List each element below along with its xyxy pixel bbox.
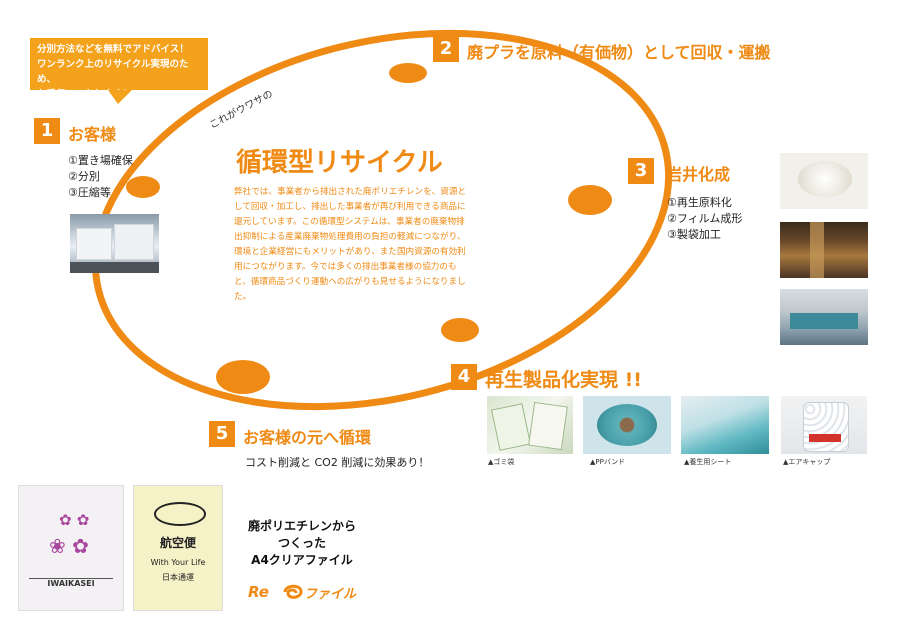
pellets-photo bbox=[780, 153, 868, 209]
cycle-dot-5 bbox=[216, 360, 270, 394]
clear-file-line: つくった bbox=[277, 536, 326, 550]
clear-file-description: 廃ポリエチレンから つくった A4クリアファイル bbox=[232, 518, 372, 569]
step-3-item: ①再生原料化 bbox=[667, 196, 732, 209]
callout-line: 分別方法などを無料でアドバイス！ bbox=[37, 44, 189, 55]
refile-swirl-icon bbox=[283, 584, 303, 599]
curing-sheet-photo bbox=[681, 396, 769, 454]
step-1-item: ③圧縮等 bbox=[68, 186, 111, 199]
step-3-item: ②フィルム成形 bbox=[667, 212, 743, 225]
refile-brand-name: ファイル bbox=[304, 587, 357, 602]
cycle-dot-1 bbox=[126, 176, 160, 198]
step-2-title: 廃プラを原料（有価物）として回収・運搬 bbox=[467, 43, 771, 62]
callout-line: お手伝いいたします！! bbox=[37, 89, 137, 100]
caption-curing-sheet: ▲養生用シート bbox=[684, 458, 732, 466]
clear-file-line: A4クリアファイル bbox=[251, 553, 353, 567]
sample-left-label: IWAIKASEI bbox=[29, 578, 113, 588]
customer-bales-photo bbox=[70, 214, 159, 273]
clear-file-sample-left: ✿ ✿ ❀ ✿ IWAIKASEI bbox=[18, 485, 124, 611]
step-5-title: お客様の元へ循環 bbox=[243, 428, 372, 447]
step-3-items: ①再生原料化 ②フィルム成形 ③製袋加工 bbox=[667, 195, 742, 243]
step-1-title: お客様 bbox=[68, 125, 117, 144]
airplane-emblem bbox=[154, 502, 206, 526]
sample-right-line: 日本通運 bbox=[162, 573, 194, 582]
step-5-items: コスト削減と CO2 削減に効果あり！ bbox=[245, 455, 429, 471]
sample-right-line: 航空便 bbox=[159, 536, 196, 550]
cycle-dot-4 bbox=[441, 318, 479, 342]
step-1-number: 1 bbox=[34, 118, 60, 144]
callout-tail bbox=[108, 90, 132, 104]
pp-band-photo bbox=[583, 396, 671, 454]
cycle-dot-3 bbox=[568, 185, 612, 215]
caption-air-cap: ▲エアキャップ bbox=[783, 458, 831, 466]
step-1-items: ①置き場確保 ②分別 ③圧縮等 bbox=[68, 153, 133, 201]
flower-decoration: ❀ ✿ bbox=[49, 534, 89, 558]
step-1-item: ①置き場確保 bbox=[68, 154, 133, 167]
step-5-number: 5 bbox=[209, 421, 235, 447]
air-cap-photo bbox=[781, 396, 867, 454]
film-factory-photo bbox=[780, 222, 868, 278]
step-2-number: 2 bbox=[433, 36, 459, 62]
cycle-ellipse bbox=[91, 29, 673, 411]
step-4-title: 再生製品化実現 !! bbox=[485, 369, 642, 391]
refile-brand-prefix: Re bbox=[248, 583, 269, 601]
clear-file-sample-right: 航空便 With Your Life 日本通運 bbox=[133, 485, 223, 611]
step-3-title: 岩井化成 bbox=[666, 165, 731, 184]
step-5-item: コスト削減と CO2 削減に効果あり！ bbox=[245, 456, 430, 469]
flower-decoration: ✿ ✿ bbox=[59, 511, 90, 529]
step-1-item: ②分別 bbox=[68, 170, 100, 183]
bag-making-photo bbox=[780, 289, 868, 345]
step-3-number: 3 bbox=[628, 158, 654, 184]
garbage-bag-photo bbox=[487, 396, 573, 454]
clear-file-line: 廃ポリエチレンから bbox=[247, 519, 356, 533]
center-title: 循環型リサイクル bbox=[236, 148, 443, 178]
caption-pp-band: ▲PPバンド bbox=[590, 458, 626, 466]
caption-garbage-bag: ▲ゴミ袋 bbox=[488, 458, 515, 466]
step-3-item: ③製袋加工 bbox=[667, 228, 721, 241]
advice-callout: 分別方法などを無料でアドバイス！ ワンランク上のリサイクル実現のため、 お手伝い… bbox=[30, 38, 208, 100]
step-4-number: 4 bbox=[451, 364, 477, 390]
center-description: 弊社では、事業者から排出された廃ポリエチレンを、資源として回収・加工し、排出した… bbox=[234, 187, 467, 302]
cycle-dot-2 bbox=[389, 63, 427, 83]
sample-right-line: With Your Life bbox=[150, 558, 206, 567]
callout-line: ワンランク上のリサイクル実現のため、 bbox=[37, 59, 189, 85]
